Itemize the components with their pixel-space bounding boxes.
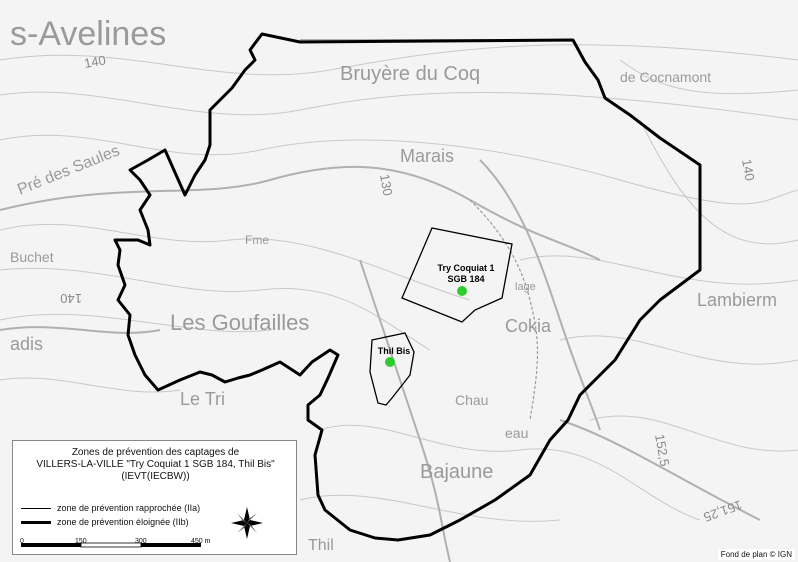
legend-row-eloignee: zone de prévention éloignée (IIb) (21, 517, 189, 527)
zone-rapprochee-try (401, 227, 513, 323)
zone-eloignee-boundary (113, 32, 702, 542)
place-thil: Thil (308, 537, 334, 554)
place-chau: Chau (455, 392, 488, 408)
scale-label-450: 450 m (191, 538, 211, 545)
legend: Zones de prévention des captages de VILL… (12, 440, 297, 555)
captage-label-try-line2: SGB 184 (447, 274, 484, 284)
place-eau: eau (505, 425, 528, 441)
scale-label-150: 150 (75, 538, 87, 545)
place-bruyere-du-coq: Bruyère du Coq (340, 63, 480, 85)
altitude-140-top: 140 (83, 52, 107, 71)
map-credit: Fond de plan © IGN (717, 549, 795, 560)
place-avelines: s-Avelines (10, 15, 166, 53)
place-plage: lage (515, 281, 536, 293)
scale-bar (21, 542, 201, 548)
legend-title: Zones de prévention des captages de VILL… (13, 447, 298, 483)
legend-title-line1: Zones de prévention des captages de (71, 447, 240, 458)
place-buchet: Buchet (10, 249, 54, 265)
scale-label-300: 300 (135, 538, 147, 545)
legend-label-rapprochee: zone de prévention rapprochée (IIa) (57, 503, 201, 513)
altitude-152-5: 152,5 (652, 433, 672, 468)
place-cocnamont: de Cocnamont (620, 69, 711, 85)
legend-label-eloignee: zone de prévention éloignée (IIb) (57, 517, 189, 527)
captage-point-thil (385, 357, 395, 367)
legend-line-thick (21, 521, 51, 525)
place-marais: Marais (400, 146, 454, 166)
captage-point-try (457, 286, 467, 296)
captage-label-try-line1: Try Coquiat 1 (437, 263, 494, 273)
altitude-130: 130 (377, 173, 396, 197)
place-cokia: Cokia (505, 316, 552, 336)
place-lambierm: Lambierm (697, 290, 777, 310)
altitude-140-right: 140 (739, 158, 758, 182)
place-les-goufailles: Les Goufailles (170, 310, 309, 335)
scale-label-0: 0 (20, 538, 24, 545)
roads (0, 39, 761, 562)
compass-rose-icon (231, 507, 263, 539)
legend-title-line3: (IEVT(IECBW)) (121, 471, 190, 482)
zone-rapprochee-thil (369, 332, 415, 406)
altitude-140-left: 140 (60, 291, 82, 306)
captage-label-thil: Thil Bis (378, 346, 411, 356)
legend-line-thin (21, 508, 51, 510)
legend-title-line2: VILLERS-LA-VILLE "Try Coquiat 1 SGB 184,… (36, 459, 275, 470)
place-bajaune: Bajaune (420, 461, 493, 483)
place-ferme: Fme (245, 233, 269, 247)
legend-row-rapprochee: zone de prévention rapprochée (IIa) (21, 503, 200, 513)
place-le-tri: Le Tri (180, 389, 225, 409)
railway (469, 199, 539, 421)
place-adis: adis (10, 334, 43, 354)
contour-lines (0, 44, 798, 522)
